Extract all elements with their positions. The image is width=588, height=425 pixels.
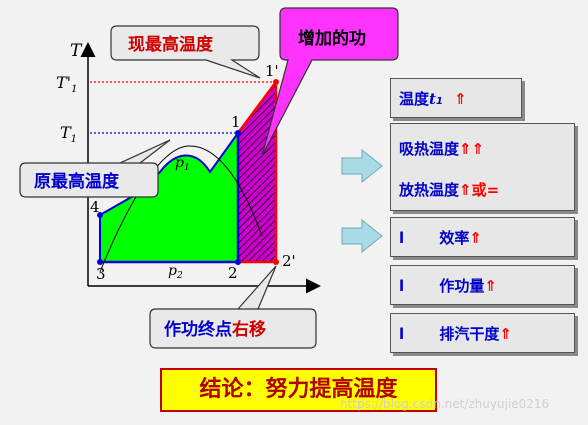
callout-endpoint-shift xyxy=(149,265,317,349)
heat-absorb-label: 吸热温度 xyxy=(399,140,460,158)
level-label-t1-prime: T'1 xyxy=(56,73,77,95)
pressure-label-high: p1 xyxy=(175,155,190,173)
point-1 xyxy=(235,130,241,136)
point-3 xyxy=(97,259,103,265)
box-heat-temps: 吸热温度⇑⇑ 放热温度⇑或= xyxy=(390,123,575,211)
work-bullet: l xyxy=(399,277,405,295)
box-dryness: l 排汽干度⇑ xyxy=(390,313,575,353)
point-1-prime xyxy=(273,79,279,85)
temp-label: 温度 xyxy=(399,90,430,108)
callout-endpoint-shift-text: 作功终点右移 xyxy=(164,319,266,340)
point-label-4: 4 xyxy=(90,198,100,216)
callout-new-max-temp-text: 现最高温度 xyxy=(128,34,214,55)
callout-old-max-temp-text: 原最高温度 xyxy=(34,171,120,192)
heat-release-tail: ⇑或= xyxy=(459,181,500,199)
point-4 xyxy=(97,212,103,218)
work-label: 作功量 xyxy=(439,277,485,295)
y-axis-label: T xyxy=(70,41,83,61)
saturation-dome xyxy=(99,145,263,273)
arrow-right-upper-icon xyxy=(341,148,383,184)
level-label-t1: T1 xyxy=(60,123,77,145)
added-work-area xyxy=(238,82,276,262)
callout-new-max-temp xyxy=(110,25,261,79)
efficiency-label: 效率 xyxy=(439,229,470,247)
box-temperature: 温度t1 ⇑ xyxy=(390,78,522,118)
box-efficiency: l 效率⇑ xyxy=(390,217,575,257)
temp-var-sub: 1 xyxy=(435,96,443,107)
dryness-bullet: l xyxy=(399,325,405,343)
point-label-2-prime: 2' xyxy=(282,252,296,270)
callout-added-work xyxy=(261,7,399,157)
heat-release-label: 放热温度 xyxy=(399,181,460,199)
point-label-1: 1 xyxy=(231,113,241,131)
pressure-label-low: p2 xyxy=(168,263,183,281)
point-2-prime xyxy=(273,259,279,265)
arrow-right-lower-icon xyxy=(341,218,383,254)
conclusion-banner: 结论：努力提高温度 xyxy=(160,368,437,412)
callout-added-work-text: 增加的功 xyxy=(298,28,366,49)
dryness-label: 排汽干度 xyxy=(439,325,500,343)
work-up-arrow-icon: ⇑ xyxy=(484,277,497,295)
heat-absorb-arrows-icon: ⇑⇑ xyxy=(459,140,485,158)
temp-up-arrow-icon: ⇑ xyxy=(454,90,467,108)
point-label-2: 2 xyxy=(228,264,238,282)
new-heating-line xyxy=(236,81,278,134)
efficiency-bullet: l xyxy=(399,229,405,247)
efficiency-up-arrow-icon: ⇑ xyxy=(469,229,482,247)
callout-old-max-temp xyxy=(19,139,171,198)
box-work: l 作功量⇑ xyxy=(390,265,575,305)
dryness-up-arrow-icon: ⇑ xyxy=(499,325,512,343)
watermark: https://blog.csdn.net/zhuyujie0216 xyxy=(340,397,550,411)
point-label-1-prime: 1' xyxy=(265,62,279,80)
point-2 xyxy=(235,259,241,265)
point-label-3: 3 xyxy=(96,265,106,283)
temp-var: t xyxy=(429,90,436,108)
